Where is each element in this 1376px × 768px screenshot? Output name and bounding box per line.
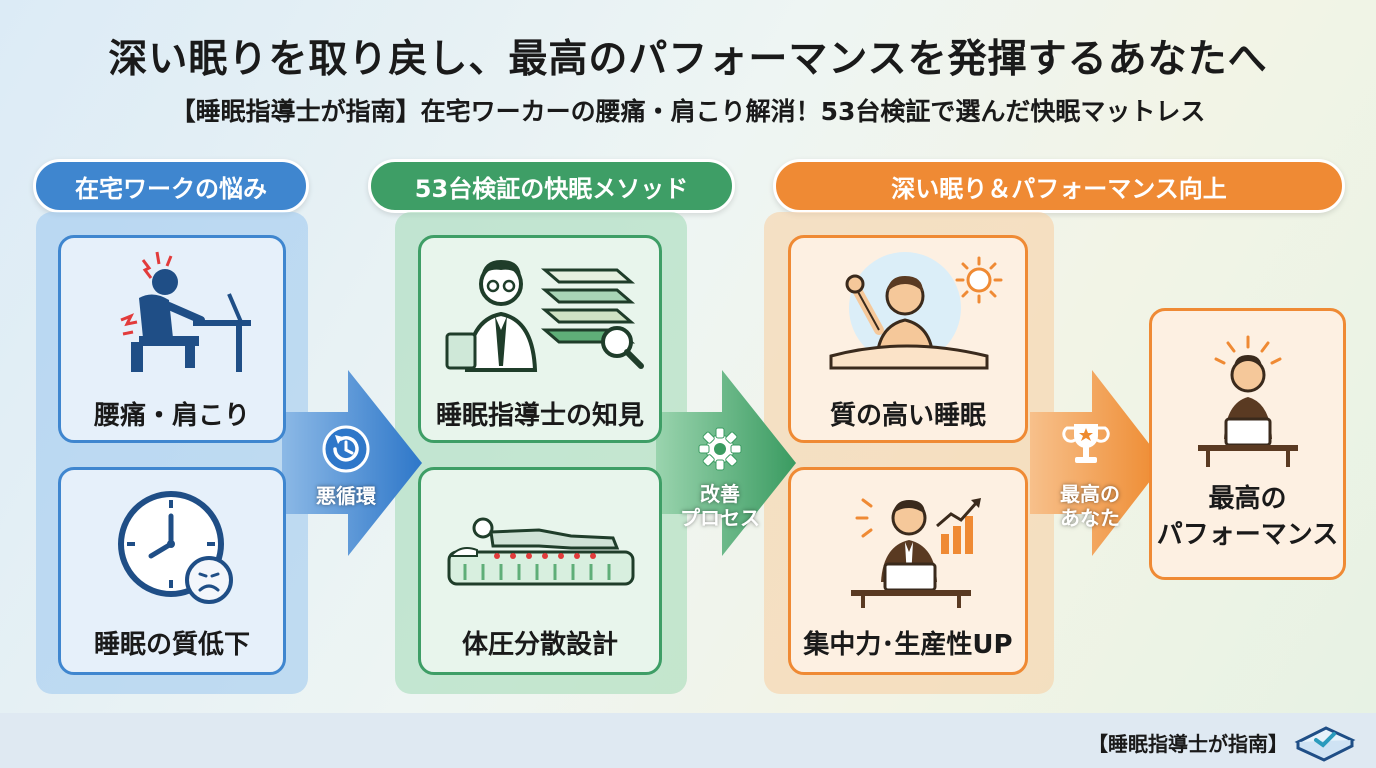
back-pain-icon <box>120 251 251 372</box>
improvement-label-line2: プロセス <box>680 506 760 530</box>
morning-stretch-icon <box>829 252 1003 370</box>
expert-mattress-icon <box>445 260 644 372</box>
footer-bar <box>0 713 1376 768</box>
page-subtitle: 【睡眠指導士が指南】在宅ワーカーの腰痛・肩こり解消！53台検証で選んだ快眠マット… <box>170 97 1206 126</box>
section-header-results: 深い眠り＆パフォーマンス向上 <box>773 159 1345 213</box>
card-back-pain-label: 腰痛・肩こり <box>93 401 250 431</box>
card-pressure: 体圧分散設計 <box>418 467 662 675</box>
gear-icon <box>698 427 742 471</box>
body-pressure-icon <box>447 517 635 586</box>
card-expert: 睡眠指導士の知見 <box>418 235 662 443</box>
section-header-method: 53台検証の快眠メソッド <box>368 159 735 213</box>
improvement-label-line1: 改善 <box>700 482 740 506</box>
vicious-cycle-label: 悪循環 <box>316 484 376 508</box>
improvement-arrow <box>656 370 796 556</box>
best-you-label: 最高の あなた <box>1035 482 1145 530</box>
cycle-icon <box>322 425 370 473</box>
section-header-problems: 在宅ワークの悩み <box>33 159 309 213</box>
improvement-label: 改善 プロセス <box>660 482 780 530</box>
card-back-pain: 腰痛・肩こり <box>58 235 286 443</box>
card-focus: 集中力･生産性UP <box>788 467 1028 675</box>
card-peak-performance: 最高の パフォーマンス <box>1149 308 1346 580</box>
card-peak-label-line1: 最高の <box>1208 484 1287 514</box>
card-sleep-decline: 睡眠の質低下 <box>58 467 286 675</box>
card-pressure-label: 体圧分散設計 <box>461 630 618 660</box>
page-title: 深い眠りを取り戻し、最高のパフォーマンスを発揮するあなたへ <box>108 37 1268 82</box>
card-quality-sleep-label: 質の高い睡眠 <box>829 401 986 431</box>
footer-label: 【睡眠指導士が指南】 <box>1088 732 1288 756</box>
card-sleep-decline-label: 睡眠の質低下 <box>93 630 250 660</box>
card-quality-sleep: 質の高い睡眠 <box>788 235 1028 443</box>
best-you-arrow <box>1030 370 1164 556</box>
card-expert-label: 睡眠指導士の知見 <box>435 401 644 431</box>
peak-performance-icon <box>1198 335 1298 467</box>
focus-growth-icon <box>851 498 981 608</box>
card-focus-label: 集中力･生産性UP <box>803 630 1013 660</box>
check-badge-icon <box>1294 726 1356 762</box>
clock-sad-icon <box>118 491 233 604</box>
best-you-label-line1: 最高の <box>1060 482 1120 506</box>
trophy-icon <box>1062 424 1110 463</box>
card-peak-label-line2: パフォーマンス <box>1156 520 1339 550</box>
card-peak-label: 最高の パフォーマンス <box>1152 481 1343 553</box>
best-you-label-line2: あなた <box>1060 506 1120 530</box>
